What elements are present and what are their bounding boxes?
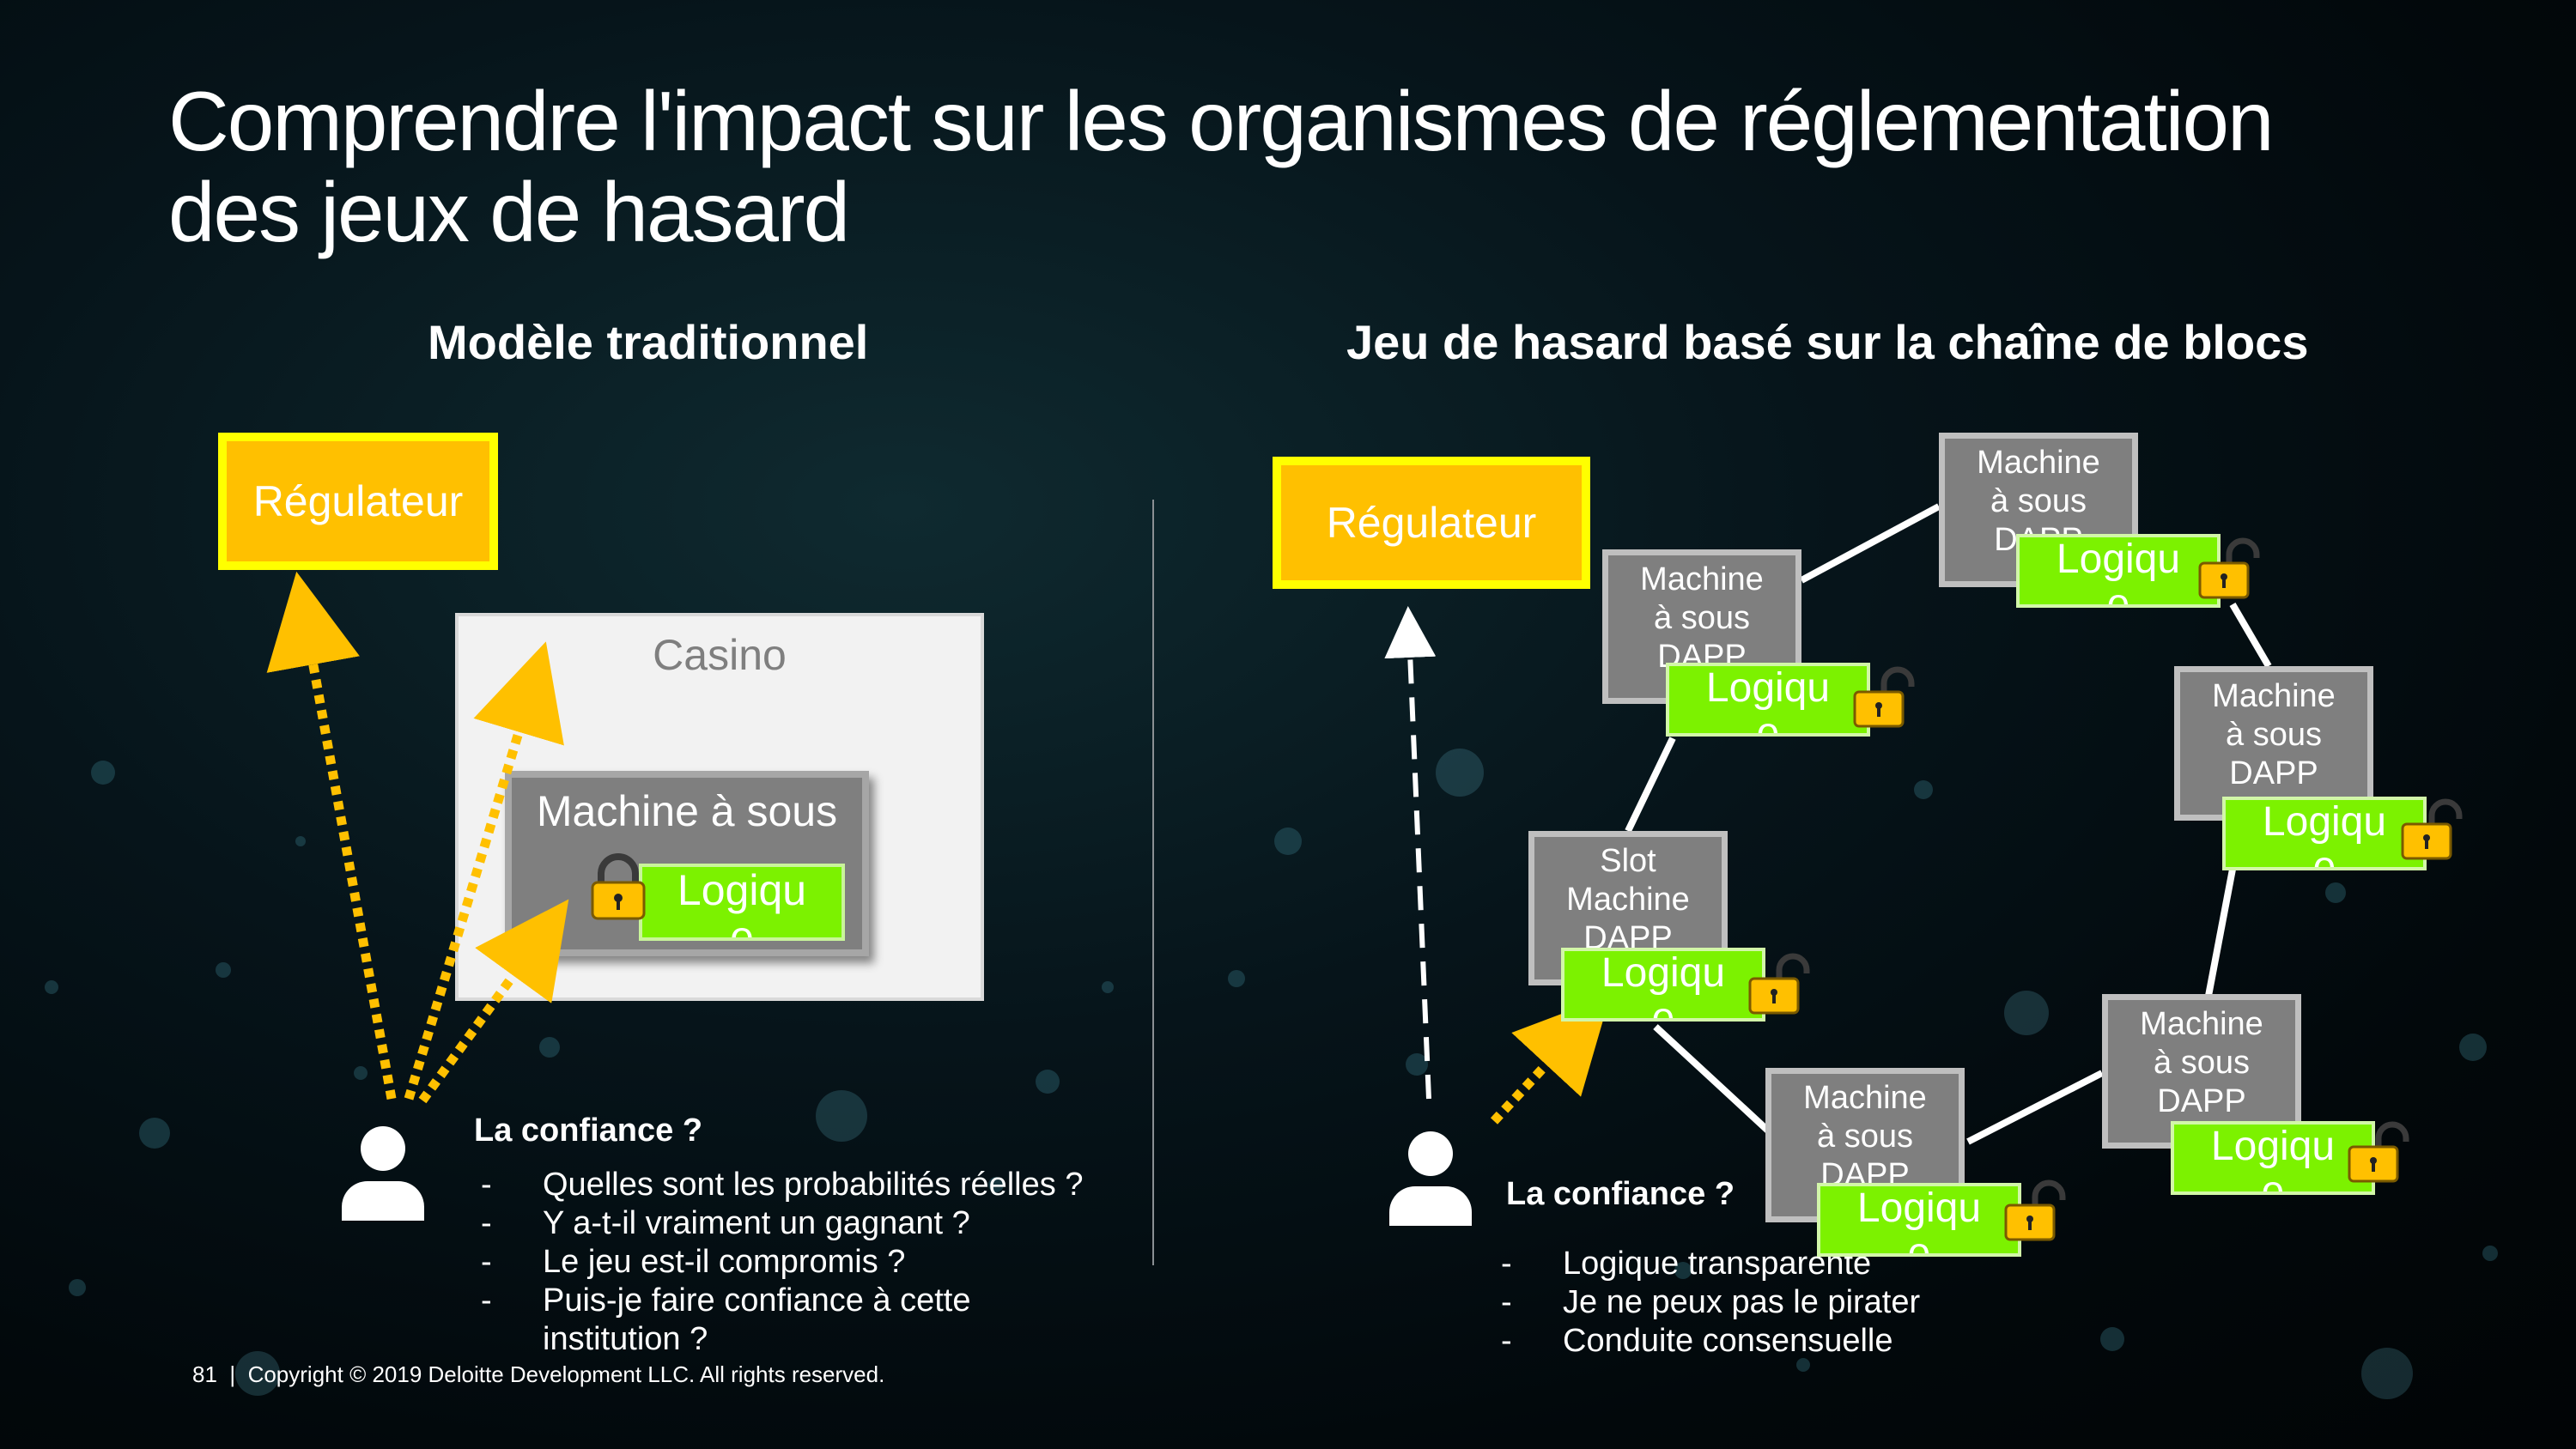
section-divider (1152, 500, 1154, 1265)
dapp-logic-box-3: Logiqu e (2222, 797, 2427, 870)
dapp-logic-box-1: Logiqu e (2016, 534, 2221, 608)
slide-footer: 81 | Copyright © 2019 Deloitte Developme… (192, 1361, 885, 1387)
slide-title-line2: des jeux de hasard (168, 165, 850, 259)
list-item: Conduite consensuelle (1501, 1322, 2102, 1361)
casino-label: Casino (653, 631, 787, 679)
slide-title: Comprendre l'impact sur les organismes d… (168, 76, 2401, 258)
lock-icon (2198, 537, 2260, 599)
list-item: Quelles sont les probabilités réelles ? (481, 1166, 1099, 1204)
traditional-regulator-label: Régulateur (252, 477, 464, 525)
dapp-logic-box-4: Logiqu e (1561, 948, 1765, 1022)
list-item: Le jeu est-il compromis ? (481, 1243, 1099, 1282)
traditional-regulator-box: Régulateur (218, 433, 498, 570)
blockchain-model-heading: Jeu de hasard basé sur la chaîne de bloc… (1346, 315, 2309, 369)
blockchain-trust-heading: La confiance ? (1506, 1176, 1735, 1212)
blockchain-benefit-list: Logique transparente Je ne peux pas le p… (1501, 1245, 2102, 1361)
dapp-logic-box-2: Logiqu e (1666, 663, 1870, 737)
dapp-logic-box-6: Logiqu e (1817, 1183, 2021, 1257)
user-icon (342, 1126, 424, 1221)
dapp-logic-box-5: Logiqu e (2171, 1121, 2375, 1195)
lock-icon (591, 853, 646, 920)
dapp-slot-machine-3: Machine à sous DAPP (2174, 666, 2373, 821)
lock-icon (2004, 1179, 2066, 1241)
traditional-question-list: Quelles sont les probabilités réelles ? … (481, 1166, 1099, 1359)
blockchain-regulator-label: Régulateur (1326, 499, 1537, 547)
lock-icon (1853, 666, 1915, 728)
traditional-slot-machine-label: Machine à sous (536, 787, 838, 835)
blockchain-regulator-box: Régulateur (1273, 457, 1590, 589)
slide-title-line1: Comprendre l'impact sur les organismes d… (168, 74, 2274, 168)
lock-icon (2401, 798, 2463, 860)
traditional-trust-heading: La confiance ? (474, 1113, 703, 1149)
list-item: Je ne peux pas le pirater (1501, 1283, 2102, 1322)
lock-icon (1748, 953, 1810, 1015)
list-item: Puis-je faire confiance à cette institut… (481, 1282, 1099, 1359)
lock-icon (2348, 1121, 2409, 1183)
list-item: Y a-t-il vraiment un gagnant ? (481, 1204, 1099, 1243)
traditional-model-heading: Modèle traditionnel (428, 315, 869, 369)
user-icon (1389, 1131, 1472, 1226)
